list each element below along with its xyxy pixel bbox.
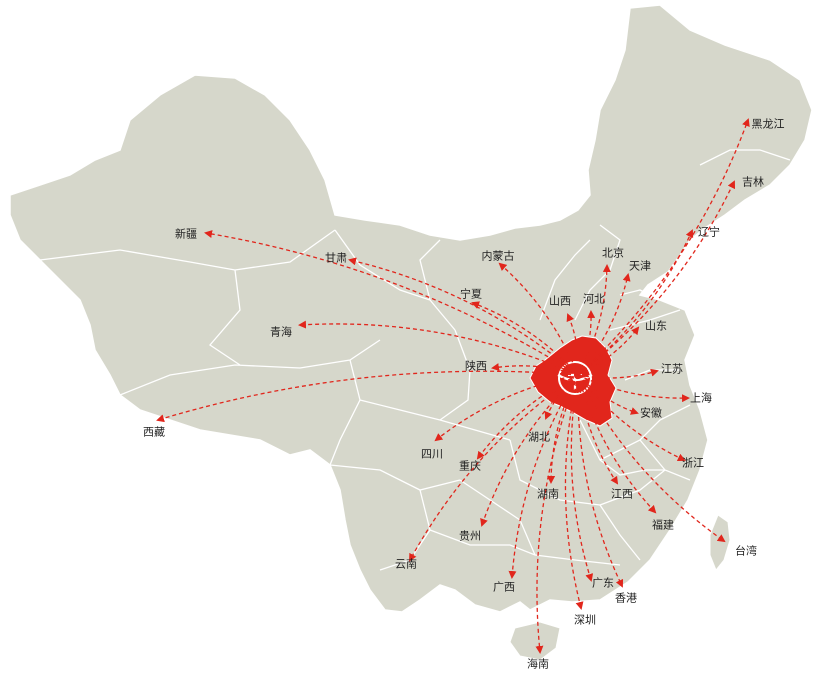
route-arrow [577, 273, 631, 376]
label-qinghai: 青海 [270, 325, 292, 339]
label-tianjin: 天津 [629, 259, 651, 273]
label-ningxia: 宁夏 [460, 287, 482, 301]
route-arrow [577, 374, 726, 543]
route-arrow [577, 374, 686, 462]
route-arrow [434, 374, 579, 442]
route-arrow [544, 374, 579, 420]
route-arrow [577, 326, 640, 376]
route-arrow [498, 262, 579, 376]
label-anhui: 安徽 [640, 406, 662, 420]
label-guangxi: 广西 [493, 580, 515, 594]
route-arrow [564, 374, 584, 610]
label-sichuan: 四川 [421, 447, 443, 461]
label-guizhou: 贵州 [459, 529, 481, 543]
route-arrow [577, 310, 596, 376]
label-chongqing: 重庆 [459, 459, 481, 473]
route-arrow [577, 374, 624, 588]
route-arrow [348, 257, 579, 376]
label-zhejiang: 浙江 [682, 456, 704, 470]
route-arrow [577, 374, 619, 485]
label-shaanxi: 陕西 [465, 359, 487, 373]
route-arrow [577, 229, 694, 376]
route-arrow [577, 264, 611, 376]
label-yunnan: 云南 [395, 557, 417, 571]
china-land-shape [9, 4, 813, 613]
route-arrow [156, 370, 579, 423]
route-arrow [508, 374, 579, 579]
label-xizang: 西藏 [143, 425, 165, 439]
route-arrow [577, 368, 659, 379]
route-arrow [577, 374, 657, 514]
route-arrow [535, 374, 579, 654]
label-liaoning: 辽宁 [698, 225, 720, 239]
label-xianggang: 香港 [615, 591, 637, 605]
hainan-island-shape [509, 621, 561, 661]
province-borders [39, 149, 791, 571]
label-xinjiang: 新疆 [175, 227, 197, 241]
label-guangdong: 广东 [592, 576, 614, 590]
taiwan-island-shape [709, 514, 731, 571]
label-gansu: 甘肃 [325, 251, 347, 265]
label-hubei: 湖北 [528, 430, 550, 444]
label-neimenggu: 内蒙古 [481, 249, 515, 263]
label-beijing: 北京 [602, 246, 624, 260]
label-shandong: 山东 [645, 319, 667, 333]
label-fujian: 福建 [652, 518, 674, 532]
route-arrow [577, 374, 639, 415]
route-arrow [409, 374, 579, 562]
route-arrow [480, 374, 579, 527]
label-hebei: 河北 [583, 292, 605, 306]
route-arrow [491, 363, 579, 376]
route-arrow [204, 230, 579, 376]
label-jilin: 吉林 [742, 175, 764, 189]
route-arrow [476, 374, 579, 460]
label-shanxi: 山西 [549, 294, 571, 308]
label-hunan: 湖南 [537, 487, 559, 501]
label-heilongjiang: 黑龙江 [751, 117, 785, 131]
route-arrow [298, 320, 579, 376]
route-arrow [566, 313, 579, 376]
route-arrow [577, 374, 690, 403]
routes-layer [156, 118, 750, 654]
label-shenzhen: 深圳 [574, 613, 596, 627]
label-hainan: 海南 [527, 657, 549, 671]
label-shanghai: 上海 [690, 391, 712, 405]
label-taiwan: 台湾 [735, 544, 757, 558]
label-jiangxi: 江西 [611, 487, 633, 501]
route-arrow [471, 301, 579, 376]
route-arrow [547, 374, 579, 484]
label-jiangsu: 江苏 [661, 362, 683, 376]
